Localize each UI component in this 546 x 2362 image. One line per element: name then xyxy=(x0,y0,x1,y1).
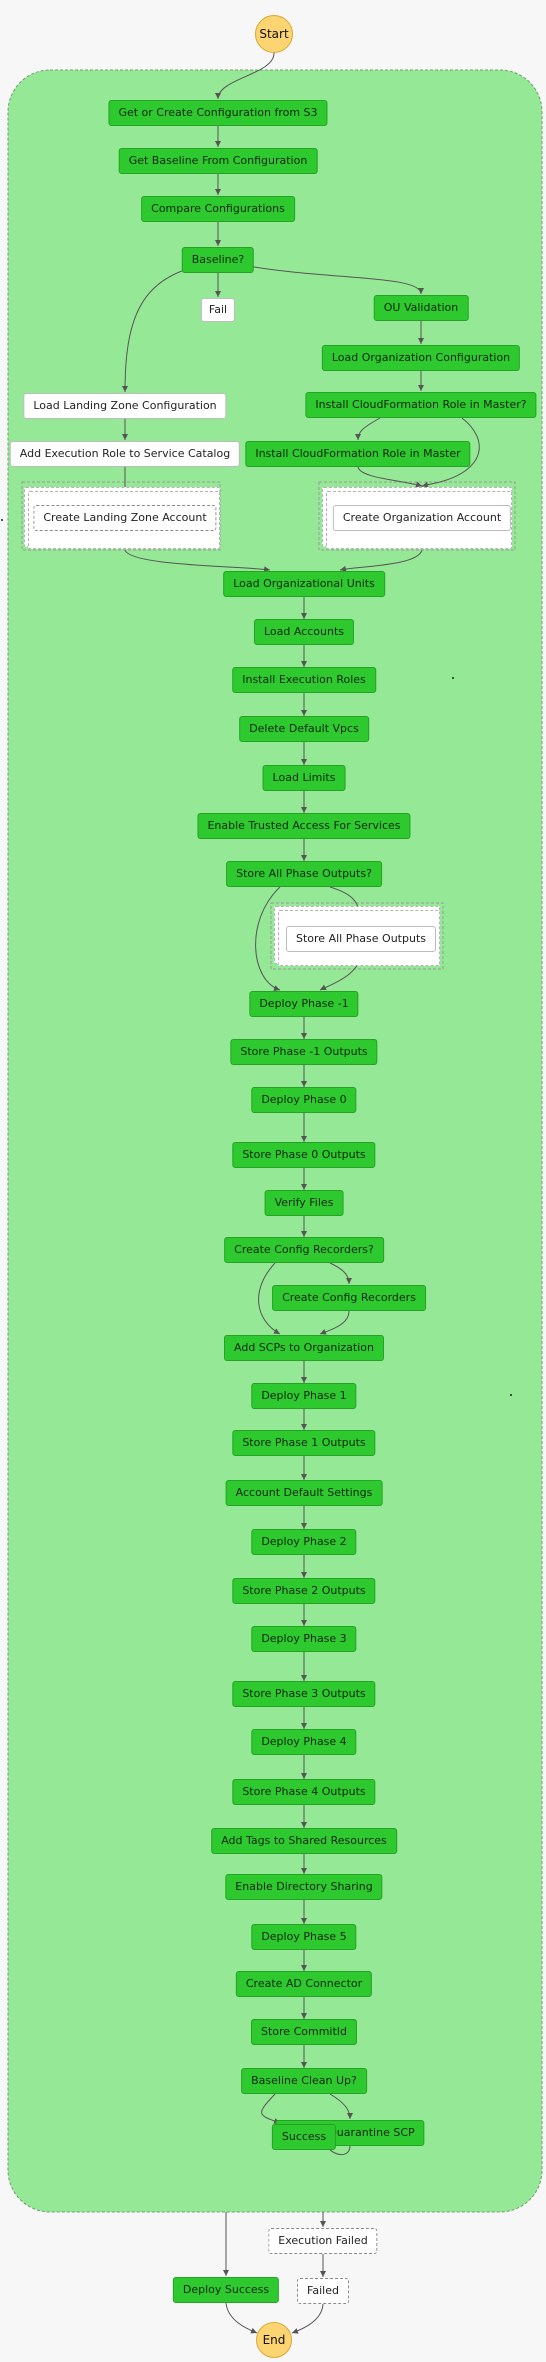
edge xyxy=(122,265,199,393)
step-store-all-phase-outputs[interactable]: Store All Phase Outputs? xyxy=(226,861,382,887)
step-create-organization-account[interactable]: Create Organization Account xyxy=(332,505,512,531)
start-node[interactable]: Start xyxy=(255,15,293,53)
step-deploy-phase-0[interactable]: Deploy Phase 0 xyxy=(251,1087,357,1113)
edge xyxy=(124,549,271,573)
step-deploy-phase-4[interactable]: Deploy Phase 4 xyxy=(251,1729,357,1755)
step-store-phase-3-outputs[interactable]: Store Phase 3 Outputs xyxy=(232,1681,376,1707)
step-store-phase-2-outputs[interactable]: Store Phase 2 Outputs xyxy=(232,1578,376,1604)
step-store-commitid[interactable]: Store CommitId xyxy=(250,2019,358,2045)
step-deploy-phase-3[interactable]: Deploy Phase 3 xyxy=(251,1626,357,1652)
step-install-cfn-role[interactable]: Install CloudFormation Role in Master xyxy=(245,441,471,467)
edge xyxy=(329,2093,353,2120)
step-deploy-phase-2[interactable]: Deploy Phase 2 xyxy=(251,1529,357,1555)
step-load-landing-zone-config[interactable]: Load Landing Zone Configuration xyxy=(23,393,227,419)
step-install-execution-roles[interactable]: Install Execution Roles xyxy=(232,667,376,693)
edge xyxy=(319,1310,350,1335)
fail-state[interactable]: Fail xyxy=(200,298,236,322)
step-store-all-phase-outputs[interactable]: Store All Phase Outputs xyxy=(286,926,436,952)
step-store-phase-1-outputs[interactable]: Store Phase 1 Outputs xyxy=(232,1430,376,1456)
step-delete-default-vpcs[interactable]: Delete Default Vpcs xyxy=(239,716,369,742)
step-load-organization-config[interactable]: Load Organization Configuration xyxy=(321,345,521,371)
step-baseline-clean-up[interactable]: Baseline Clean Up? xyxy=(241,2068,367,2094)
edge xyxy=(421,417,480,488)
step-create-config-recorders[interactable]: Create Config Recorders xyxy=(272,1285,426,1311)
stray-dot xyxy=(1,519,3,521)
step-get-baseline[interactable]: Get Baseline From Configuration xyxy=(118,148,318,174)
edge xyxy=(215,52,275,100)
step-account-default-settings[interactable]: Account Default Settings xyxy=(225,1480,383,1506)
end-node[interactable]: End xyxy=(256,2322,292,2358)
step-add-tags-to-shared-resources[interactable]: Add Tags to Shared Resources xyxy=(211,1828,397,1854)
step-compare-configurations[interactable]: Compare Configurations xyxy=(141,196,295,222)
edge xyxy=(258,1262,281,1335)
step-create-landing-zone-account[interactable]: Create Landing Zone Account xyxy=(33,505,217,531)
step-ou-validation[interactable]: OU Validation xyxy=(373,295,469,321)
execution-failed-state[interactable]: Execution Failed xyxy=(268,2228,378,2254)
edge xyxy=(261,2093,281,2124)
edge xyxy=(357,466,423,488)
choice-baseline[interactable]: Baseline? xyxy=(181,247,255,273)
step-store-phase-0-outputs[interactable]: Store Phase 0 Outputs xyxy=(232,1142,376,1168)
step-store-phase-1-outputs[interactable]: Store Phase -1 Outputs xyxy=(230,1039,378,1065)
step-enable-directory-sharing[interactable]: Enable Directory Sharing xyxy=(225,1874,383,1900)
step-store-phase-4-outputs[interactable]: Store Phase 4 Outputs xyxy=(232,1779,376,1805)
edges xyxy=(122,52,480,2334)
stray-dot xyxy=(452,677,454,679)
choice-install-cfn-role[interactable]: Install CloudFormation Role in Master? xyxy=(305,392,537,418)
step-enable-trusted-access-for-services[interactable]: Enable Trusted Access For Services xyxy=(197,813,411,839)
step-verify-files[interactable]: Verify Files xyxy=(264,1190,344,1216)
step-load-organizational-units[interactable]: Load Organizational Units xyxy=(223,571,385,597)
edge xyxy=(339,549,423,572)
step-success[interactable]: Success xyxy=(271,2124,337,2150)
deploy-success-state[interactable]: Deploy Success xyxy=(172,2277,280,2303)
edge xyxy=(329,1262,352,1285)
step-create-config-recorders[interactable]: Create Config Recorders? xyxy=(224,1237,384,1263)
step-deploy-phase-1[interactable]: Deploy Phase -1 xyxy=(249,991,359,1017)
stray-dot xyxy=(510,1394,512,1396)
failed-state[interactable]: Failed xyxy=(297,2278,349,2304)
step-add-scps-to-organization[interactable]: Add SCPs to Organization xyxy=(224,1335,384,1361)
step-deploy-phase-1[interactable]: Deploy Phase 1 xyxy=(251,1383,357,1409)
edge xyxy=(255,886,281,991)
step-load-limits[interactable]: Load Limits xyxy=(262,765,346,791)
step-get-or-create-config[interactable]: Get or Create Configuration from S3 xyxy=(108,100,328,126)
edge xyxy=(291,2303,324,2334)
step-deploy-phase-5[interactable]: Deploy Phase 5 xyxy=(251,1924,357,1950)
step-add-execution-role[interactable]: Add Execution Role to Service Catalog xyxy=(9,441,241,467)
edge xyxy=(247,265,424,295)
edge xyxy=(225,2302,258,2334)
state-machine-container xyxy=(7,69,543,2213)
edge xyxy=(355,417,381,441)
step-load-accounts[interactable]: Load Accounts xyxy=(253,619,355,645)
step-create-ad-connector[interactable]: Create AD Connector xyxy=(235,1971,373,1997)
store-outputs-map-frame xyxy=(270,902,444,970)
landing-zone-map-frame xyxy=(21,481,221,551)
